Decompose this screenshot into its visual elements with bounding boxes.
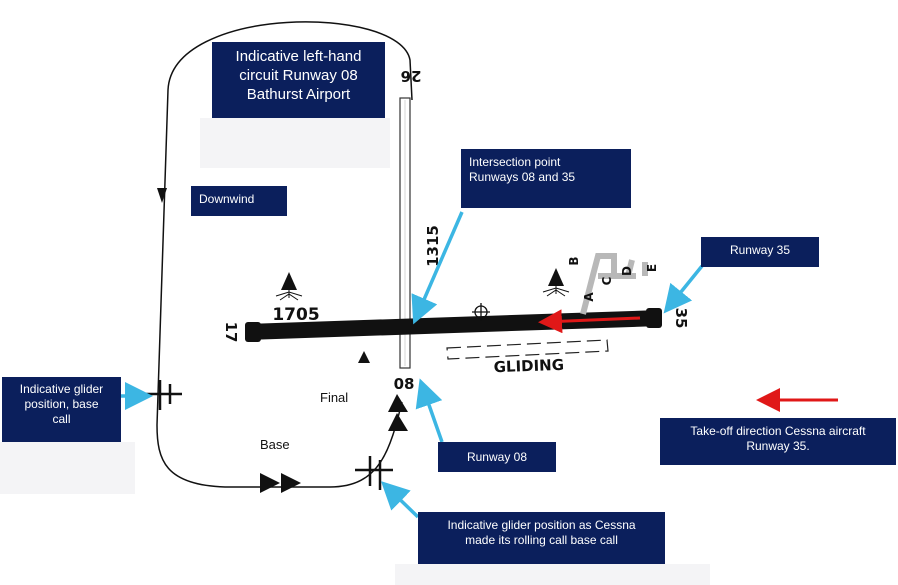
callout-line: position, base	[24, 397, 99, 411]
intersection-callout: Intersection point Runways 08 and 35	[461, 149, 631, 208]
runway-length-1315: 1315	[424, 225, 442, 267]
crosshair-icon	[472, 303, 490, 321]
downwind-arrow-icon	[157, 188, 167, 203]
runway-08-label: 08	[394, 375, 415, 393]
callout-line: Indicative glider position as Cessna	[447, 518, 636, 532]
runway-length-1705: 1705	[272, 305, 319, 325]
callout-line: Take-off direction Cessna aircraft	[690, 424, 866, 438]
final-arrow-icon	[388, 413, 408, 431]
taxiway-e-label: E	[645, 264, 659, 272]
callout-line: Runway 35.	[746, 439, 810, 453]
callout-line: Runways 08 and 35	[469, 170, 576, 184]
callout-arrow-runway35	[663, 264, 704, 314]
callout-line: Downwind	[199, 192, 255, 206]
windsock-icon	[542, 268, 570, 297]
callout-arrow-intersection	[411, 211, 464, 325]
callout-line: Indicative glider	[19, 382, 104, 396]
taxiway-a-label: A	[582, 292, 596, 302]
title-line: circuit Runway 08	[239, 66, 358, 84]
taxiway-c-label: C	[600, 276, 614, 285]
marker-triangle-icon	[358, 351, 370, 363]
taxiways	[580, 253, 648, 315]
runway-26-label: 26	[401, 67, 422, 85]
callout-line: made its rolling call base call	[465, 533, 618, 547]
gliding-area	[446, 339, 609, 360]
runway-35-label: 35	[672, 308, 690, 329]
ghost-panel	[0, 442, 135, 494]
base-arrow-icon	[260, 473, 280, 493]
glider-position-rolling-icon	[355, 456, 393, 490]
base-label: Base	[260, 437, 290, 452]
base-arrow-icon	[281, 473, 301, 493]
callout-arrow-runway08	[415, 378, 444, 443]
taxiway-b-label: B	[567, 256, 581, 265]
gliding-label: GLIDING	[493, 356, 564, 376]
callout-line: Runway 08	[466, 450, 528, 464]
title-box: Indicative left-hand circuit Runway 08 B…	[212, 42, 385, 118]
callout-line: call	[52, 412, 71, 426]
glider-base-callout: Indicative glider position, base call	[2, 377, 121, 442]
title-line: Indicative left-hand	[235, 48, 362, 65]
runway-17-label: 17	[222, 322, 240, 343]
taxiway-d-label: D	[620, 266, 634, 276]
runway35-callout: Runway 35	[701, 237, 819, 267]
glider-rolling-callout: Indicative glider position as Cessna mad…	[418, 512, 665, 564]
callout-line: Runway 35	[729, 243, 791, 257]
runway08-callout: Runway 08	[438, 442, 556, 472]
callout-line: Intersection point	[469, 155, 561, 169]
callout-arrow-glider-rolling	[380, 481, 420, 519]
ghost-panel	[395, 564, 710, 585]
glider-position-base-icon	[146, 380, 182, 410]
ghost-panel	[200, 118, 390, 168]
final-label: Final	[320, 390, 349, 405]
downwind-callout: Downwind	[191, 186, 287, 216]
takeoff-callout: Take-off direction Cessna aircraft Runwa…	[660, 418, 896, 465]
title-line: Bathurst Airport	[246, 85, 351, 103]
final-arrow-icon	[388, 394, 408, 412]
windsock-icon	[275, 272, 303, 301]
takeoff-arrow-runway	[538, 309, 641, 334]
